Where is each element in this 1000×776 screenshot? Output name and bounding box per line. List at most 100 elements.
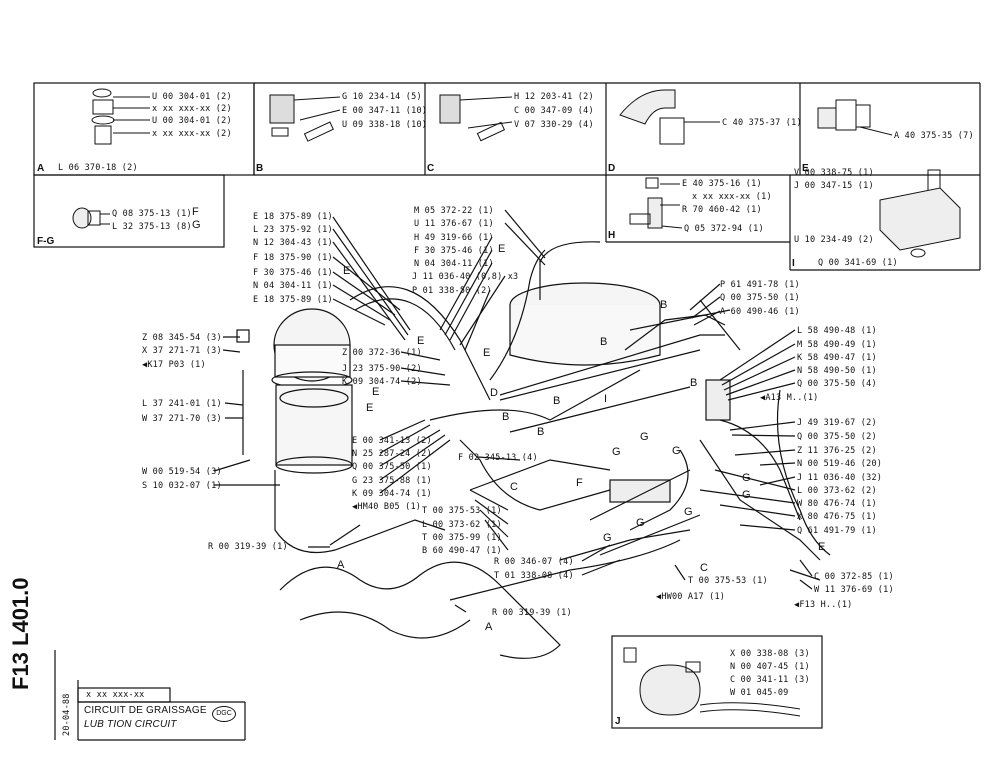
part-label: T 00 375-53 (1) (422, 506, 502, 516)
part-label: x xx xxx-xx (2) (152, 104, 232, 114)
part-label: x xx xxx-xx (2) (152, 129, 232, 139)
sheet-date: 20-04-88 (62, 693, 72, 736)
part-label: J 11 036-40 (32) (797, 473, 883, 483)
callout-letter: G (640, 431, 649, 443)
part-label: Q 00 375-50 (4) (797, 379, 877, 389)
part-label: ◀F13 H..(1) (794, 600, 853, 610)
panel-letter-i: I (792, 258, 795, 269)
part-label: K 09 304-74 (2) (342, 377, 422, 387)
part-label: S 10 032-07 (1) (142, 481, 222, 491)
callout-letter: G (672, 445, 681, 457)
part-label: G 23 375-88 (1) (352, 476, 432, 486)
part-label: L 37 241-01 (1) (142, 399, 222, 409)
panel-fg-frame (33, 174, 225, 248)
part-label: ◀A13 M..(1) (760, 393, 819, 403)
part-label: R 00 319-39 (1) (492, 608, 572, 618)
part-label: N 04 304-11 (1) (414, 259, 494, 269)
part-label: P 61 491-78 (1) (720, 280, 800, 290)
part-label: M 05 372-22 (1) (414, 206, 494, 216)
callout-letter: F (192, 206, 199, 218)
part-label: T 00 375-99 (1) (422, 533, 502, 543)
part-label: C 40 375-37 (1) (722, 118, 802, 128)
part-label: L 06 370-18 (2) (58, 163, 138, 173)
panel-letter-b: B (256, 163, 264, 174)
part-label: N 00 519-46 (20) (797, 459, 883, 469)
part-label: N 00 407-45 (1) (730, 662, 810, 672)
part-label: T 00 375-53 (1) (688, 576, 768, 586)
part-label: J 23 375-90 (2) (342, 364, 422, 374)
part-label: P 01 338-50 (2) (412, 286, 492, 296)
callout-letter: B (660, 299, 668, 311)
part-label: V 07 330-29 (4) (514, 120, 594, 130)
part-label: U 09 338-18 (10) (342, 120, 428, 130)
part-label: U 00 304-01 (2) (152, 92, 232, 102)
callout-letter: C (700, 562, 709, 574)
callout-letter: E (498, 243, 506, 255)
part-label: L 23 375-92 (1) (253, 225, 333, 235)
panel-letter-fg: F-G (37, 236, 55, 247)
part-label: N 12 304-43 (1) (253, 238, 333, 248)
part-label: W 01 045-09 (730, 688, 789, 698)
distributor-block (609, 479, 671, 503)
part-label: W 37 271-70 (3) (142, 414, 222, 424)
panel-j-frame (611, 635, 823, 729)
callout-letter: E (417, 335, 425, 347)
part-label: Z 11 376-25 (2) (797, 446, 877, 456)
part-label: N 25 287-24 (2) (352, 449, 432, 459)
callout-letter: E (483, 347, 491, 359)
part-label: Q 00 375-50 (1) (352, 462, 432, 472)
part-label: N 58 490-50 (1) (797, 366, 877, 376)
part-label: R 00 319-39 (1) (208, 542, 288, 552)
part-label: T 01 338-08 (4) (494, 571, 574, 581)
company-logo: DGC (212, 706, 236, 722)
part-label: F 30 375-46 (1) (253, 268, 333, 278)
part-label: W 80 476-74 (1) (797, 499, 877, 509)
part-label: U 11 376-67 (1) (414, 219, 494, 229)
part-label: G 10 234-14 (5) (342, 92, 422, 102)
part-label: K 58 490-47 (1) (797, 353, 877, 363)
part-label: X 80 476-75 (1) (797, 512, 877, 522)
callout-letter: E (818, 541, 826, 553)
part-label: F 02 345-13 (4) (458, 453, 538, 463)
callout-letter: B (537, 426, 545, 438)
part-label: A 60 490-46 (1) (720, 307, 800, 317)
part-label: Z 08 345-54 (3) (142, 333, 222, 343)
callout-letter: G (192, 219, 201, 231)
part-label: E 00 347-11 (10) (342, 106, 428, 116)
part-label: H 49 319-66 (1) (414, 233, 494, 243)
part-label: V 00 338-75 (1) (794, 168, 874, 178)
part-label: L 32 375-13 (8) (112, 222, 192, 232)
part-label: F 18 375-90 (1) (253, 253, 333, 263)
part-label: R 00 346-07 (4) (494, 557, 574, 567)
part-label: Z 00 372-36 (1) (342, 348, 422, 358)
sheet-code: F13 L401.0 (8, 577, 33, 690)
callout-letter: G (603, 532, 612, 544)
callout-letter: G (684, 506, 693, 518)
part-label: ◀HM40 B05 (1) (352, 502, 422, 512)
callout-letter: F (576, 477, 583, 489)
part-label: ◀K17 P03 (1) (142, 360, 206, 370)
part-label: Q 08 375-13 (1) (112, 209, 192, 219)
callout-letter: G (636, 517, 645, 529)
callout-letter: A (337, 559, 345, 571)
callout-letter: E (366, 402, 374, 414)
callout-letter: A (485, 621, 493, 633)
callout-letter: G (742, 472, 751, 484)
part-label: ◀HW00 A17 (1) (656, 592, 726, 602)
part-label: Q 00 341-69 (1) (818, 258, 898, 268)
part-label: E 00 341-13 (2) (352, 436, 432, 446)
part-label: E 18 375-89 (1) (253, 295, 333, 305)
panel-letter-j: J (615, 716, 621, 727)
panel-letter-d: D (608, 163, 616, 174)
part-label: H 12 203-41 (2) (514, 92, 594, 102)
part-label: B 60 490-47 (1) (422, 546, 502, 556)
part-box: x xx xxx-xx (86, 690, 145, 700)
callout-letter: I (604, 393, 608, 405)
callout-letter: C (510, 481, 519, 493)
part-label: U 00 304-01 (2) (152, 116, 232, 126)
callout-letter: B (553, 395, 561, 407)
part-label: C 00 341-11 (3) (730, 675, 810, 685)
part-label: X 00 338-08 (3) (730, 649, 810, 659)
callout-letter: G (612, 446, 621, 458)
